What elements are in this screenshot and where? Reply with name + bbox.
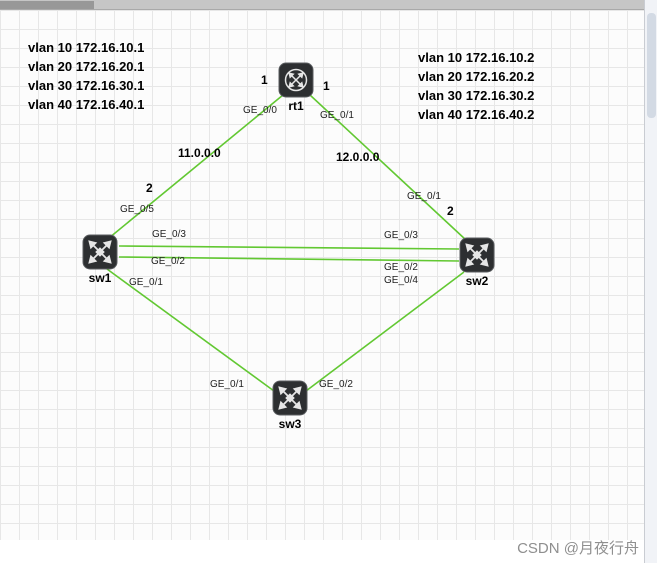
- link-annotation: 2: [146, 181, 153, 195]
- port-label: GE_0/1: [407, 191, 441, 202]
- port-label: GE_0/4: [384, 275, 418, 286]
- port-label: GE_0/5: [120, 204, 154, 215]
- device-label: sw1: [88, 271, 112, 285]
- link-sw1-sw2-a[interactable]: [118, 245, 460, 250]
- note-line: vlan 40 172.16.40.1: [28, 97, 145, 112]
- port-label: GE_0/2: [151, 256, 185, 267]
- note-line: vlan 30 172.16.30.2: [418, 88, 535, 103]
- port-label: GE_0/2: [384, 262, 418, 273]
- vertical-scrollbar-thumb[interactable]: [647, 13, 656, 118]
- switch-icon: [459, 237, 495, 273]
- topology-canvas[interactable]: [0, 10, 644, 540]
- link-sw1-sw3[interactable]: [106, 268, 275, 392]
- device-sw1[interactable]: sw1: [68, 234, 132, 285]
- link-annotation: 1: [323, 79, 330, 93]
- note-line: vlan 40 172.16.40.2: [418, 107, 535, 122]
- horizontal-scrollbar-thumb[interactable]: [0, 1, 94, 9]
- link-rt1-sw1[interactable]: [108, 94, 284, 239]
- port-label: GE_0/3: [384, 230, 418, 241]
- device-rt1[interactable]: rt1: [264, 62, 328, 113]
- port-label: GE_0/1: [210, 379, 244, 390]
- device-sw3[interactable]: sw3: [258, 380, 322, 431]
- link-sw3-sw2[interactable]: [305, 271, 465, 392]
- note-line: vlan 10 172.16.10.1: [28, 40, 145, 55]
- note-line: vlan 10 172.16.10.2: [418, 50, 535, 65]
- link-sw1-sw2-b[interactable]: [118, 256, 460, 262]
- port-label: GE_0/1: [129, 277, 163, 288]
- switch-icon: [272, 380, 308, 416]
- port-label: GE_0/2: [319, 379, 353, 390]
- link-annotation: 2: [447, 204, 454, 218]
- device-label: sw3: [278, 417, 302, 431]
- note-line: vlan 20 172.16.20.1: [28, 59, 145, 74]
- note-line: vlan 20 172.16.20.2: [418, 69, 535, 84]
- port-label: GE_0/3: [152, 229, 186, 240]
- vlan-note-right[interactable]: vlan 10 172.16.10.2 vlan 20 172.16.20.2 vl…: [418, 48, 534, 124]
- router-icon: [278, 62, 314, 98]
- link-annotation: 11.0.0.0: [178, 146, 221, 160]
- vertical-scrollbar[interactable]: [644, 0, 657, 563]
- switch-icon: [82, 234, 118, 270]
- horizontal-scrollbar[interactable]: [0, 0, 657, 10]
- port-label: GE_0/0: [243, 105, 277, 116]
- link-annotation: 1: [261, 73, 268, 87]
- watermark: CSDN @月夜行舟: [517, 540, 639, 557]
- link-annotation: 12.0.0.0: [336, 150, 380, 164]
- device-label: sw2: [465, 274, 489, 288]
- device-sw2[interactable]: sw2: [445, 237, 509, 288]
- device-label: rt1: [288, 99, 304, 113]
- link-rt1-sw2[interactable]: [309, 94, 467, 241]
- vlan-note-left[interactable]: vlan 10 172.16.10.1 vlan 20 172.16.20.1 vl…: [28, 38, 144, 114]
- port-label: GE_0/1: [320, 110, 354, 121]
- note-line: vlan 30 172.16.30.1: [28, 78, 145, 93]
